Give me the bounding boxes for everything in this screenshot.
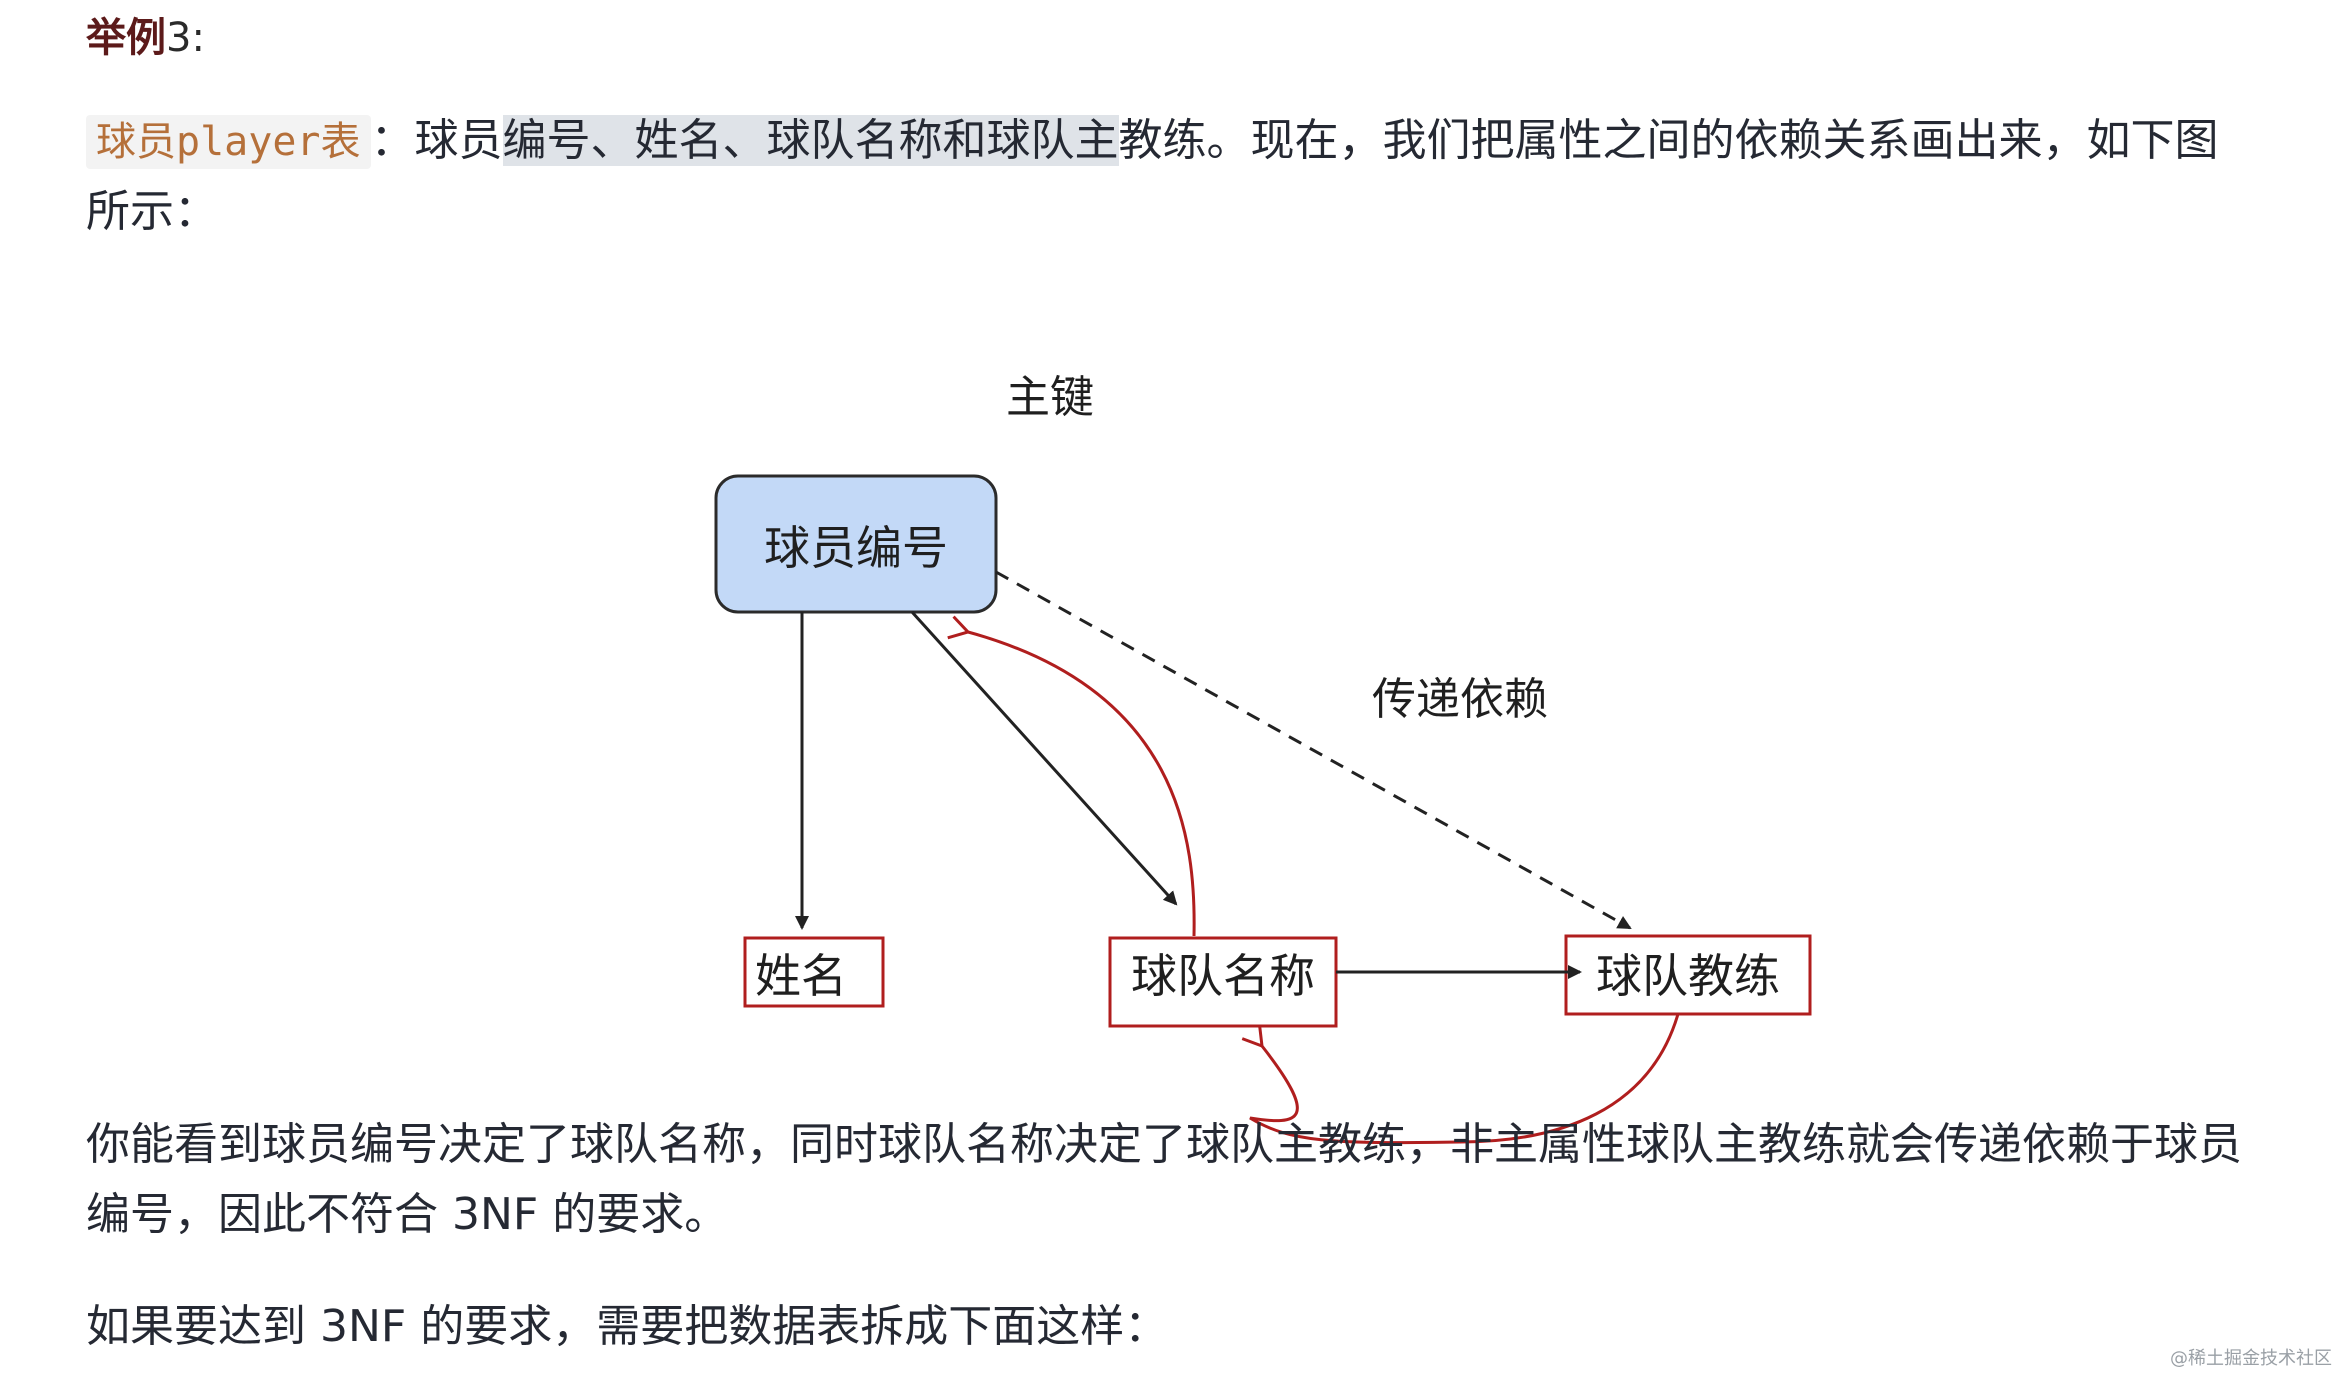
example-heading: 举例3: [86,10,205,66]
intro-paragraph: 球员player表：球员编号、姓名、球队名称和球队主教练。现在，我们把属性之间的… [86,106,2266,247]
explanation-paragraph: 你能看到球员编号决定了球队名称，同时球队名称决定了球队主教练，非主属性球队主教练… [86,1110,2242,1250]
node-coach-label: 球队教练 [1596,949,1780,1003]
watermark: @稀土掘金技术社区 [2170,1348,2332,1369]
heading-label: 举例 [86,15,166,61]
node-team-name-label: 球队名称 [1131,949,1315,1003]
red-arrow-team-name-to-player-id [947,615,1196,937]
intro-line-1: 球员player表：球员编号、姓名、球队名称和球队主教练。现在，我们把属性之间的… [86,106,2266,177]
node-name-label: 姓名 [755,949,847,1003]
explanation-line-1: 你能看到球员编号决定了球队名称，同时球队名称决定了球队主教练，非主属性球队主教练… [86,1119,2242,1170]
node-player-id [714,474,998,614]
explanation-line-2: 编号，因此不符合 3NF 的要求。 [86,1189,729,1240]
intro-text-highlight: 编号、姓名、球队名称和球队主 [502,115,1119,166]
table-name-code: 球员player表 [86,115,371,169]
intro-text-post: 教练。现在，我们把属性之间的依赖关系画出来，如下图 [1118,115,2219,166]
intro-line-2: 所示： [86,186,218,237]
primary-key-label: 主键 [1006,372,1094,423]
intro-text-pre: ：球员 [370,115,503,166]
node-player-id-label: 球员编号 [764,521,948,575]
arrow-player-id-to-team-name [910,610,1178,906]
red-arrow-coach-to-team-name [1241,1013,1680,1145]
heading-number: 3: [166,15,205,61]
node-name [743,936,885,1008]
transitive-dependency-label: 传递依赖 [1372,674,1548,725]
arrow-transitive-dependency [995,570,1632,930]
split-paragraph: 如果要达到 3NF 的要求，需要把数据表拆成下面这样： [86,1301,1169,1352]
node-coach [1564,934,1812,1016]
node-team-name [1108,936,1338,1028]
